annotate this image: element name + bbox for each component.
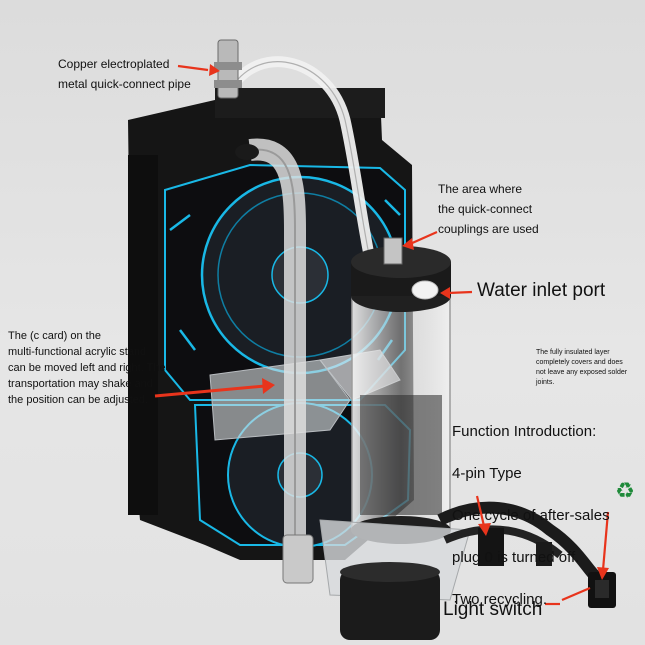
recycle-icon: ♻ [615,478,635,503]
water-inlet-caption: Water inlet port [477,280,606,301]
pump-base [319,519,471,640]
function-line: Function Introduction: [452,423,597,440]
glass-tube [235,138,314,584]
function-line: plug 0 is turned off. [452,549,580,566]
insulated-layer-caption: The fully insulated layer completely cov… [536,349,628,386]
annotation-arrows [154,64,610,606]
function-line: One cycle of after-sales [452,507,610,524]
function-line: 4-pin Type [452,465,522,482]
light-switch-caption: Light switch [443,599,543,620]
silicone-tube [225,56,376,262]
function-introduction: Function Introduction: 4-pin Type One cy… [452,400,610,631]
function-line: Two recycling. [452,591,548,608]
coupling-area-caption: The area where the quick-connect couplin… [438,182,539,236]
copper-pipe-caption: Copper electroplated metal quick-connect… [58,57,191,91]
reservoir [351,237,451,544]
top-fitting [214,39,242,99]
cables [437,501,616,608]
c-card-caption: The (c card) on the multi-functional acr… [8,330,166,406]
